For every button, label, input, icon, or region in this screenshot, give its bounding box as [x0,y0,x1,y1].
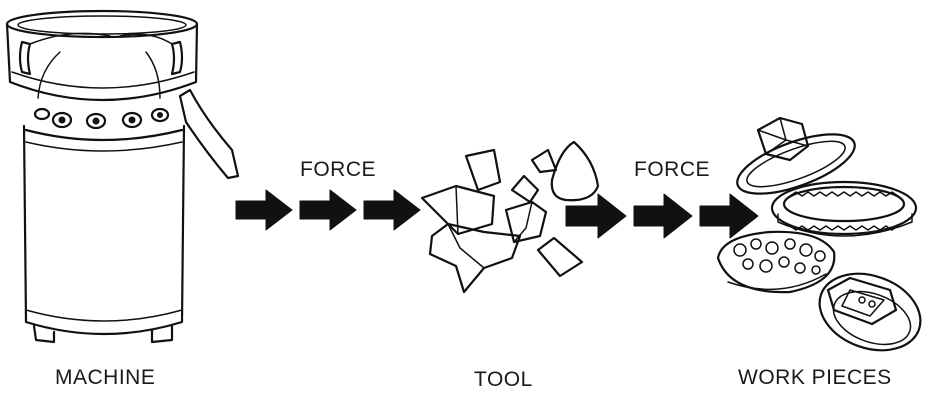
media-triangle-large [420,184,496,236]
machine-feet [32,324,174,344]
machine-clamps [33,107,170,130]
machine-bowl [5,9,199,102]
media-pyramid-small [510,174,540,204]
arrow-right-icon [235,189,293,231]
media-triangle-small [464,148,502,192]
arrow-right-icon [363,189,421,231]
ring-solitaire [736,116,856,195]
media-cone [550,140,600,202]
arrow-group-right [565,193,759,239]
media-wedge [536,236,584,278]
force-label-left: FORCE [300,158,376,181]
machine-body [22,124,186,336]
arrow-right-icon [633,193,693,239]
machine-chute [178,88,240,180]
tool-label: TOOL [474,368,533,391]
work-pieces-label: WORK PIECES [738,366,892,389]
ring-band [770,180,918,237]
machine-label: MACHINE [55,366,156,389]
work-pieces-illustration [716,116,922,352]
arrow-right-icon [699,193,759,239]
arrow-group-left [235,189,421,231]
media-cube [504,200,548,244]
ring-signet [818,272,922,352]
arrow-right-icon [565,193,627,239]
media-star [428,222,522,294]
arrow-right-icon [299,189,357,231]
media-small-cone [530,148,558,174]
machine-illustration [5,9,240,344]
ring-cluster [716,230,836,294]
tool-illustration [420,140,600,294]
force-label-right: FORCE [634,158,710,181]
